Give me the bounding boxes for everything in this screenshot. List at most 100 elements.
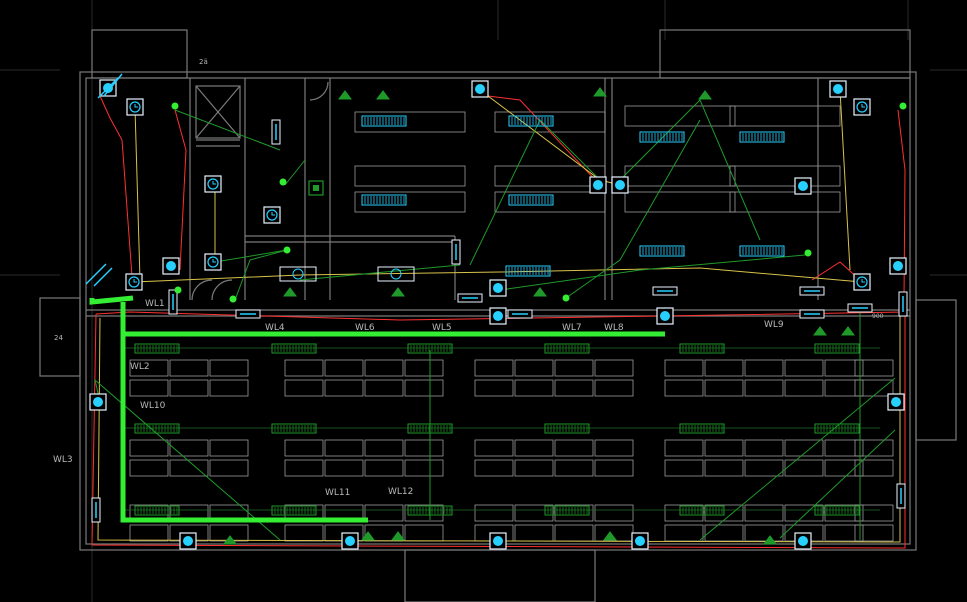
panel-light-dim xyxy=(134,343,180,354)
downlight xyxy=(889,257,907,275)
desk xyxy=(169,459,209,477)
junction-dot xyxy=(899,102,907,110)
desk xyxy=(624,191,736,213)
desk xyxy=(364,504,404,522)
clock-fixture xyxy=(204,175,222,193)
desk xyxy=(284,459,324,477)
circuit-label-wl10: WL10 xyxy=(140,401,166,411)
tube-light xyxy=(451,239,461,265)
panel-light-dim xyxy=(271,423,317,434)
desk xyxy=(744,524,784,542)
desk xyxy=(474,439,514,457)
downlight xyxy=(794,177,812,195)
circuit-label-wl11: WL11 xyxy=(325,488,350,498)
wall-lamp xyxy=(533,287,547,297)
desk xyxy=(354,165,466,187)
desk xyxy=(854,439,894,457)
desk xyxy=(594,439,634,457)
desk xyxy=(554,504,594,522)
desk xyxy=(404,504,444,522)
desk xyxy=(704,459,744,477)
wire-red xyxy=(91,94,906,549)
downlight xyxy=(89,393,107,411)
desk xyxy=(854,504,894,522)
desk xyxy=(729,165,841,187)
desk xyxy=(354,191,466,213)
downlight xyxy=(887,393,905,411)
wall-lamp xyxy=(223,535,237,545)
desk xyxy=(364,459,404,477)
desk xyxy=(664,524,704,542)
circuit-label-wl12: WL12 xyxy=(388,487,413,497)
tube-light xyxy=(898,291,908,317)
junction-dot xyxy=(279,178,287,186)
desk xyxy=(209,459,249,477)
desk xyxy=(784,439,824,457)
panel-light-dim xyxy=(271,343,317,354)
fan-unit xyxy=(377,266,415,282)
desk xyxy=(554,379,594,397)
circuit-label-wl5: WL5 xyxy=(432,323,452,333)
desk xyxy=(824,504,864,522)
desk xyxy=(704,359,744,377)
panel-light-dim xyxy=(407,505,453,516)
downlight xyxy=(656,307,674,325)
desk xyxy=(664,504,704,522)
wall-lamp xyxy=(763,535,777,545)
desk xyxy=(729,105,841,127)
desk xyxy=(284,439,324,457)
desk xyxy=(664,359,704,377)
desk xyxy=(494,111,606,133)
downlight xyxy=(471,80,489,98)
desk xyxy=(474,359,514,377)
circuit-label-wl1: WL1 xyxy=(145,299,165,309)
panel-light xyxy=(639,131,685,143)
panel-light-dim xyxy=(407,423,453,434)
panel-light-dim xyxy=(134,423,180,434)
clock-fixture xyxy=(263,206,281,224)
fan-unit xyxy=(279,266,317,282)
desk xyxy=(404,459,444,477)
annotation-text-2: 24 xyxy=(54,334,63,342)
desk xyxy=(514,359,554,377)
panel-light-dim xyxy=(814,423,860,434)
desk xyxy=(554,439,594,457)
tube-light xyxy=(799,286,825,296)
ceiling-grid xyxy=(125,347,880,511)
wall-lamp xyxy=(361,531,375,541)
junction-box xyxy=(308,180,324,196)
desk xyxy=(664,439,704,457)
desk xyxy=(824,524,864,542)
desk xyxy=(514,459,554,477)
circuit-label-wl3: WL3 xyxy=(53,455,73,465)
desk xyxy=(624,105,736,127)
tube-light xyxy=(457,293,483,303)
desk xyxy=(729,191,841,213)
desk xyxy=(364,379,404,397)
downlight xyxy=(611,176,629,194)
desk xyxy=(744,439,784,457)
desk xyxy=(129,359,169,377)
desk xyxy=(129,439,169,457)
tube-light xyxy=(271,119,281,145)
panel-light-dim xyxy=(679,505,725,516)
desk xyxy=(554,359,594,377)
circuit-label-wl8: WL8 xyxy=(604,323,624,333)
junction-dot xyxy=(229,295,237,303)
wall-lamp xyxy=(391,287,405,297)
clock-fixture xyxy=(853,98,871,116)
desk xyxy=(129,524,169,542)
desk xyxy=(664,459,704,477)
panel-light xyxy=(508,194,554,206)
desk xyxy=(324,379,364,397)
downlight xyxy=(179,532,197,550)
panel-light-dim xyxy=(407,343,453,354)
desk xyxy=(474,459,514,477)
desk xyxy=(624,165,736,187)
desk xyxy=(404,524,444,542)
downlight xyxy=(489,279,507,297)
junction-dot xyxy=(174,286,182,294)
desk xyxy=(514,524,554,542)
panel-light-dim xyxy=(134,505,180,516)
